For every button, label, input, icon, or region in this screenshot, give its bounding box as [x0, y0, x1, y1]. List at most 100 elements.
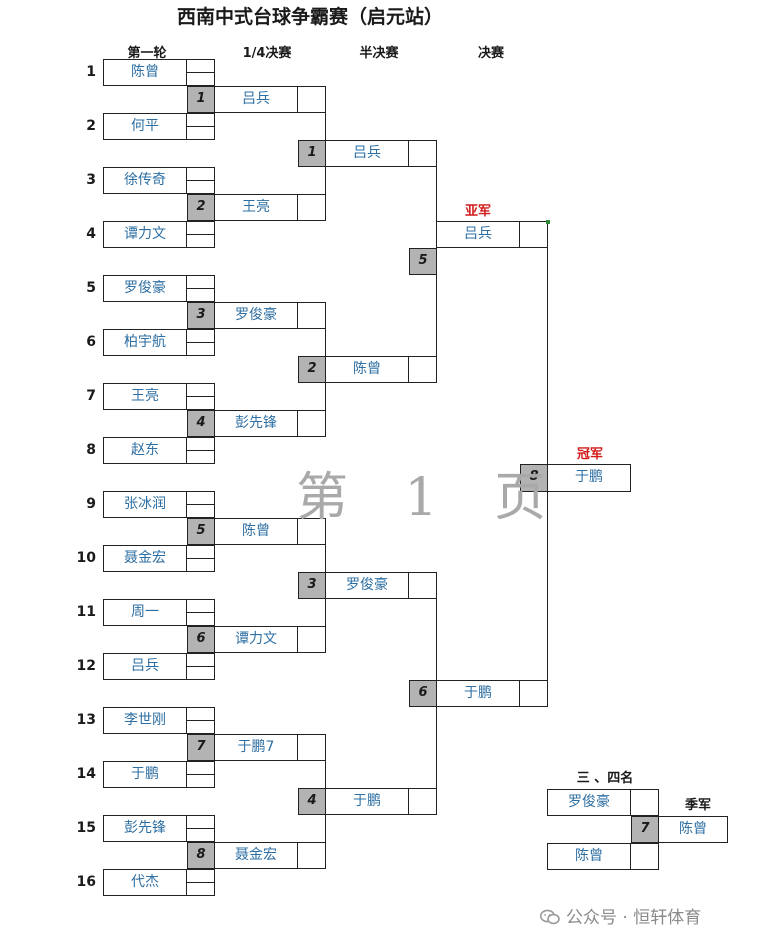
- wechat-icon: [540, 909, 560, 925]
- player-slot: 赵东: [103, 437, 187, 464]
- seed-number: 13: [76, 712, 96, 728]
- player-slot: 李世刚: [103, 707, 187, 734]
- connector: [187, 396, 215, 397]
- page-title: 西南中式台球争霸赛（启元站）: [176, 6, 443, 28]
- final-slot: 于鹏: [436, 680, 520, 707]
- result-cell: [297, 734, 326, 761]
- match-number: 5: [409, 248, 437, 275]
- connector: [187, 180, 215, 181]
- semi-slot: 陈曾: [325, 356, 409, 383]
- champion-slot: 于鹏: [547, 464, 631, 492]
- result-cell: [297, 86, 326, 113]
- connector: [187, 882, 215, 883]
- result-cell: [630, 843, 659, 870]
- match-number: 7: [187, 734, 215, 761]
- result-cell: [297, 626, 326, 653]
- runner-up-label: 亚军: [464, 204, 491, 219]
- header-final: 决赛: [477, 46, 504, 61]
- player-slot: 罗俊豪: [103, 275, 187, 302]
- match-number: 1: [187, 86, 215, 113]
- connector: [214, 436, 215, 451]
- result-cell: [297, 410, 326, 437]
- connector: [547, 221, 548, 465]
- header-semi: 半决赛: [359, 46, 399, 61]
- player-slot: 徐传奇: [103, 167, 187, 194]
- quarter-slot: 王亮: [214, 194, 298, 221]
- seed-number: 11: [76, 604, 96, 620]
- connector: [187, 342, 215, 343]
- connector: [214, 613, 215, 627]
- seed-number: 12: [76, 658, 96, 674]
- result-cell: [297, 194, 326, 221]
- footer: 公众号 · 恒轩体育: [540, 903, 701, 928]
- connector: [214, 505, 215, 519]
- player-slot: 周一: [103, 599, 187, 626]
- final-slot: 吕兵: [436, 221, 520, 248]
- connector: [187, 234, 215, 235]
- connector: [436, 585, 437, 681]
- match-number: 4: [187, 410, 215, 437]
- connector: [187, 666, 215, 667]
- quarter-slot: 吕兵: [214, 86, 298, 113]
- result-cell: [630, 789, 659, 816]
- result-cell: [519, 221, 548, 248]
- connector: [436, 706, 437, 802]
- header-quarter: 1/4决赛: [242, 46, 292, 61]
- quarter-slot: 陈曾: [214, 518, 298, 545]
- seed-number: 6: [86, 334, 96, 350]
- match-number: 2: [187, 194, 215, 221]
- seed-number: 14: [76, 766, 96, 782]
- match-number: 8: [187, 842, 215, 869]
- seed-number: 5: [86, 280, 96, 296]
- connector: [187, 72, 215, 73]
- player-slot: 王亮: [103, 383, 187, 410]
- player-slot: 张冰润: [103, 491, 187, 518]
- match-number: 6: [187, 626, 215, 653]
- quarter-slot: 罗俊豪: [214, 302, 298, 329]
- footer-text: 公众号 · 恒轩体育: [566, 908, 702, 928]
- seed-number: 8: [86, 442, 96, 458]
- connector: [214, 760, 215, 775]
- match-number: 5: [187, 518, 215, 545]
- third-place-label: 季军: [684, 798, 711, 813]
- match-number: 8: [520, 464, 548, 492]
- connector: [436, 153, 437, 249]
- connector: [214, 328, 215, 343]
- header-round1: 第一轮: [127, 46, 167, 61]
- connector: [187, 774, 215, 775]
- result-cell: [519, 680, 548, 707]
- connector: [325, 99, 326, 141]
- connector: [187, 828, 215, 829]
- champion-label: 冠军: [576, 447, 603, 462]
- connector: [214, 652, 215, 667]
- connector: [214, 181, 215, 195]
- connector: [325, 814, 326, 856]
- result-cell: [408, 572, 437, 599]
- third-fourth-slot: 罗俊豪: [547, 789, 631, 816]
- semi-slot: 吕兵: [325, 140, 409, 167]
- player-slot: 聂金宏: [103, 545, 187, 572]
- result-cell: [297, 302, 326, 329]
- connector: [325, 747, 326, 789]
- player-slot: 彭先锋: [103, 815, 187, 842]
- connector: [214, 544, 215, 559]
- connector: [436, 274, 437, 370]
- match-number: 3: [187, 302, 215, 329]
- player-slot: 陈曾: [103, 59, 187, 86]
- connector: [325, 598, 326, 640]
- player-slot: 何平: [103, 113, 187, 140]
- connector: [214, 289, 215, 303]
- connector: [547, 491, 548, 707]
- result-cell: [408, 788, 437, 815]
- result-cell: [408, 356, 437, 383]
- third-fourth-heading: 三 、四名: [576, 771, 634, 786]
- semi-slot: 罗俊豪: [325, 572, 409, 599]
- seed-number: 1: [86, 64, 96, 80]
- connector: [214, 73, 215, 87]
- connector: [214, 721, 215, 735]
- seed-number: 10: [76, 550, 96, 566]
- third-fourth-slot: 陈曾: [547, 843, 631, 870]
- connector: [187, 504, 215, 505]
- seed-number: 4: [86, 226, 96, 242]
- player-slot: 于鹏: [103, 761, 187, 788]
